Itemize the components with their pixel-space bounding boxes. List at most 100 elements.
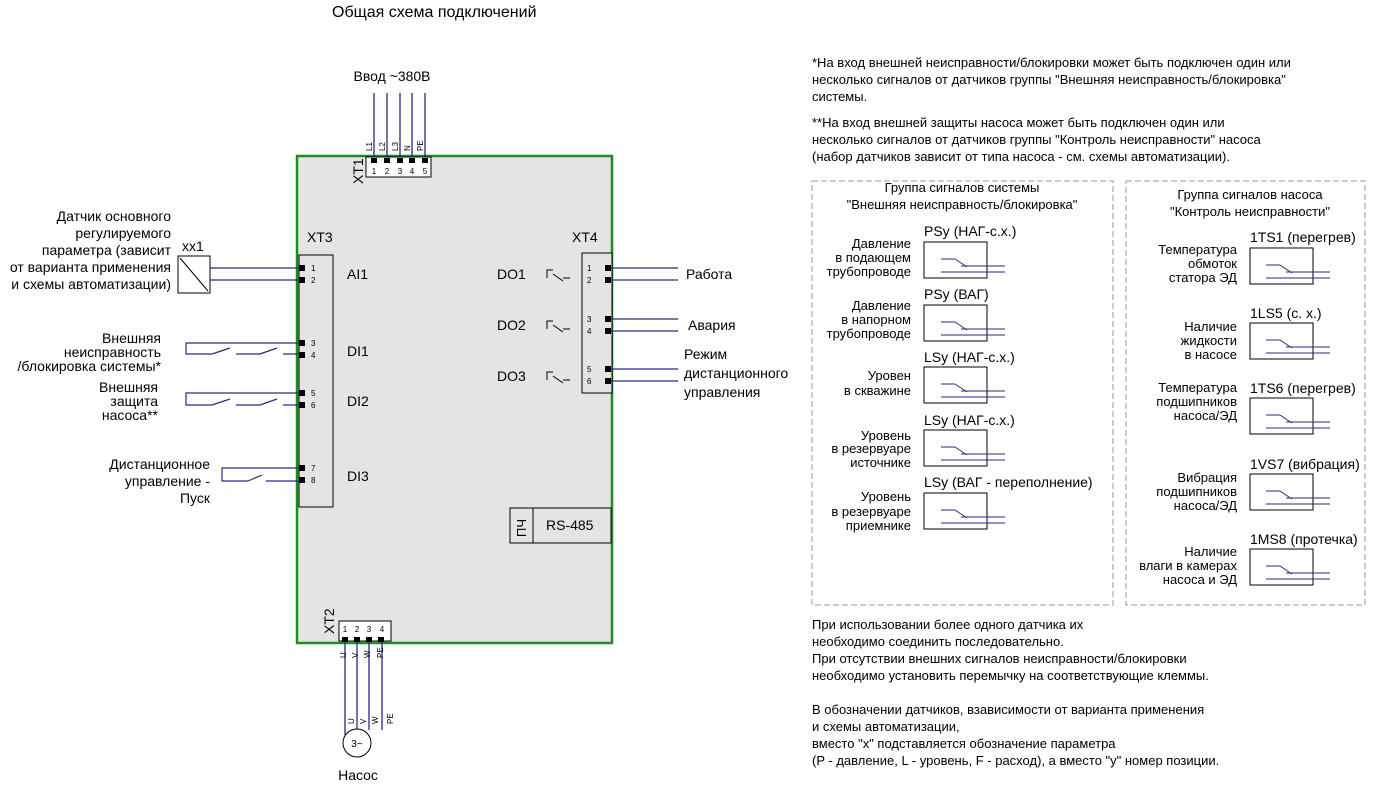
note-2-line-1: **На вход внешней защиты насоса может бы… [812, 115, 1225, 130]
vfd-label: ПЧ [514, 519, 529, 537]
pump-motor-icon [342, 728, 372, 758]
xt1-label: XT1 [350, 158, 366, 184]
left-input-labels: Внешняя неисправность /блокировка систем… [18, 330, 211, 506]
relay-contact-icon-do2 [546, 320, 570, 333]
xt3-channels: AI1 DI1 DI2 DI3 [347, 266, 369, 484]
motor-wire-labels-top: U V W PE [339, 647, 385, 658]
channel-di1: DI1 [347, 343, 369, 359]
sensor-xx1-line-5: и схемы автоматизации) [11, 276, 171, 292]
sensor-switch-icon-1ms8 [1249, 548, 1330, 586]
sensor-switch-icon-lsy-source [923, 429, 1005, 467]
system-sensor-descriptions: Давление в подающем трубопроводе Давлени… [827, 236, 912, 533]
sys-sensor-1-line-2: в подающем [835, 250, 911, 265]
pump-sensor-1-tag: 1TS1 (перегрев) [1250, 229, 1356, 245]
rs485-label: RS-485 [546, 517, 594, 533]
xt4-pin-6: 6 [587, 377, 592, 386]
sys-sensor-4-tag: LSy (НАГ-с.х.) [924, 412, 1015, 428]
motor-wire-w-bottom: W [371, 716, 380, 724]
xt3-pin-3: 3 [311, 339, 316, 348]
sys-sensor-2-line-3: трубопроводе [827, 326, 911, 341]
xt3-pin-1: 1 [311, 264, 316, 273]
xt1-pin-numbers: 1 2 3 4 5 [372, 167, 428, 176]
xt2-pin-1: 1 [343, 625, 348, 634]
pump-sensor-5-line-3: насоса и ЭД [1163, 572, 1237, 587]
controller-enclosure [295, 154, 614, 645]
sys-sensor-1-line-1: Давление [852, 236, 911, 251]
motor-wire-v-top: V [351, 652, 360, 658]
pump-sensor-2-line-2: жидкости [1181, 333, 1237, 348]
channel-do2: DO2 [497, 317, 526, 333]
xt2-pins [342, 637, 384, 642]
system-group-title-1: Группа сигналов системы [885, 180, 1040, 195]
sys-sensor-5-line-1: Уровень [861, 489, 911, 504]
pump-sensor-tags: 1TS1 (перегрев) 1LS5 (с. х.) 1TS6 (перег… [1250, 229, 1360, 547]
contact-icon-di1 [185, 342, 300, 355]
page-title: Общая схема подключений [332, 4, 537, 21]
sys-sensor-1-line-3: трубопроводе [827, 264, 911, 279]
pump-sensor-4-line-3: насоса/ЭД [1174, 498, 1238, 513]
motor-wires [344, 642, 383, 735]
motor-symbol: 3~ [351, 739, 363, 750]
pump-group-title-2: "Контроль неисправности" [1170, 204, 1330, 219]
contact-icon-di3 [221, 467, 300, 482]
xt4-pin-1: 1 [587, 264, 592, 273]
sys-sensor-4-line-2: в резервуаре [831, 441, 911, 456]
motor-wire-labels-bottom: U V W PE [347, 713, 395, 724]
pump-sensor-symbols [1249, 247, 1330, 586]
xt4-pin-numbers: 1 2 3 4 5 6 [587, 264, 592, 386]
pump-sensor-3-line-1: Температура [1158, 380, 1238, 395]
pump-sensor-3-line-3: насоса/ЭД [1174, 408, 1238, 423]
power-input-label: Ввод ~380В [353, 68, 430, 84]
xt3-pin-5: 5 [311, 389, 316, 398]
note-1-line-1: *На вход внешней неисправности/блокировк… [812, 55, 1291, 70]
pump-sensor-descriptions: Температура обмоток статора ЭД Наличие ж… [1139, 242, 1238, 587]
pump-sensor-4-line-1: Вибрация [1177, 470, 1237, 485]
input-di3-line-3: Пуск [180, 490, 211, 506]
sys-sensor-3-line-2: в скважине [844, 383, 911, 398]
group-titles: Группа сигналов системы "Внешняя неиспра… [847, 180, 1331, 219]
input-di1-line-3: /блокировка системы* [18, 358, 162, 374]
output-wires [611, 267, 678, 382]
pump-sensor-2-tag: 1LS5 (с. х.) [1250, 305, 1322, 321]
pump-sensor-5-line-1: Наличие [1184, 544, 1237, 559]
sensor-switch-icon-psy-nag [923, 241, 1005, 279]
bottom-note-1-line-2: необходимо соединить последовательно. [812, 634, 1064, 649]
channel-di3: DI3 [347, 468, 369, 484]
system-sensor-symbols [923, 241, 1005, 530]
motor-wire-pe-bottom: PE [386, 713, 395, 724]
input-di2-line-3: насоса** [102, 407, 159, 423]
xt4-pins [605, 265, 611, 384]
output-remote-line-1: Режим [684, 346, 727, 362]
sys-sensor-4-line-3: источнике [850, 455, 911, 470]
bottom-note-2-line-3: вместо "х" подставляется обозначение пар… [812, 736, 1116, 751]
relay-contact-icon-do1 [546, 269, 570, 282]
xt3-pin-4: 4 [311, 351, 316, 360]
sensor-xx1-line-4: от варианта применения [10, 259, 171, 275]
top-notes: *На вход внешней неисправности/блокировк… [812, 54, 1377, 165]
sys-sensor-2-tag: PSy (ВАГ) [924, 286, 989, 302]
channel-do3: DO3 [497, 368, 526, 384]
note-1-line-2: несколько сигналов от датчиков группы "В… [812, 72, 1286, 87]
note-2-line-3: (набор датчиков зависит от типа насоса -… [812, 149, 1230, 164]
xt2-pin-3: 3 [367, 625, 372, 634]
xt4-pin-4: 4 [587, 327, 592, 336]
relay-contact-icons [546, 269, 570, 384]
xt4-pin-3: 3 [587, 315, 592, 324]
output-run: Работа [686, 266, 732, 282]
sys-sensor-5-tag: LSy (ВАГ - переполнение) [924, 474, 1093, 490]
output-remote-line-2: дистанционного [684, 365, 788, 381]
sys-sensor-5-line-2: в резервуаре [831, 504, 911, 519]
sensor-xx1-tag: xx1 [182, 238, 204, 254]
sys-sensor-1-tag: PSy (НАГ-с.х.) [924, 223, 1016, 239]
wire-label-l2: L2 [378, 142, 387, 151]
motor-wire-u-bottom: U [347, 718, 356, 724]
pump-sensor-2-line-1: Наличие [1184, 319, 1237, 334]
system-group-title-2: "Внешняя неисправность/блокировка" [847, 197, 1078, 212]
relay-contact-icon-do3 [546, 371, 570, 384]
sensor-switch-icon-1vs7 [1249, 473, 1330, 511]
motor-wire-v-bottom: V [359, 718, 368, 724]
sensor-switch-icon-lsy-receiver [923, 492, 1005, 530]
pump-sensor-1-line-3: статора ЭД [1169, 270, 1237, 285]
output-fault: Авария [688, 317, 736, 333]
